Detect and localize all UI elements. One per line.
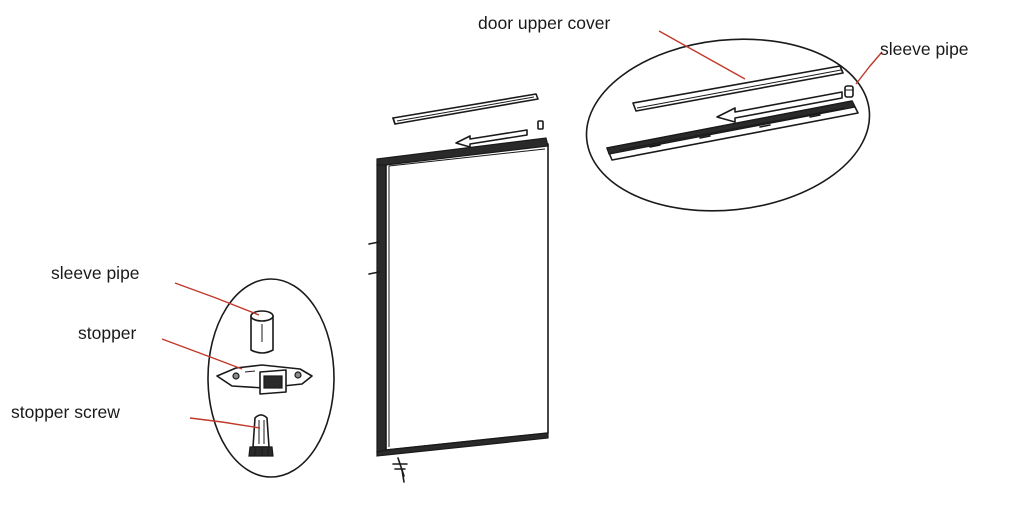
stopper-screw-part	[248, 414, 274, 457]
label-door-upper-cover: door upper cover	[478, 13, 610, 33]
stopper-part	[216, 364, 313, 395]
leader-door-upper-cover	[658, 30, 746, 80]
sleeve-pipe-part	[250, 310, 274, 354]
label-stopper: stopper	[78, 323, 137, 343]
leader-sleeve-pipe-left	[174, 282, 260, 316]
detail-ellipse-top	[585, 38, 871, 212]
detail-ellipse-bottom	[207, 278, 335, 478]
leader-stopper	[161, 338, 243, 370]
leader-lines	[161, 30, 883, 429]
leader-sleeve-pipe-top	[855, 51, 883, 85]
slide-arrow-door	[455, 129, 528, 148]
label-sleeve-pipe-top: sleeve pipe	[880, 39, 969, 59]
door-upper-cover-strip	[392, 93, 539, 125]
label-stopper-screw: stopper screw	[11, 402, 120, 422]
sleeve-pipe-small	[537, 120, 544, 130]
label-sleeve-pipe-left: sleeve pipe	[51, 263, 140, 283]
leader-stopper-screw	[189, 417, 261, 429]
door-panel	[368, 137, 549, 457]
bottom-screw	[392, 457, 408, 483]
